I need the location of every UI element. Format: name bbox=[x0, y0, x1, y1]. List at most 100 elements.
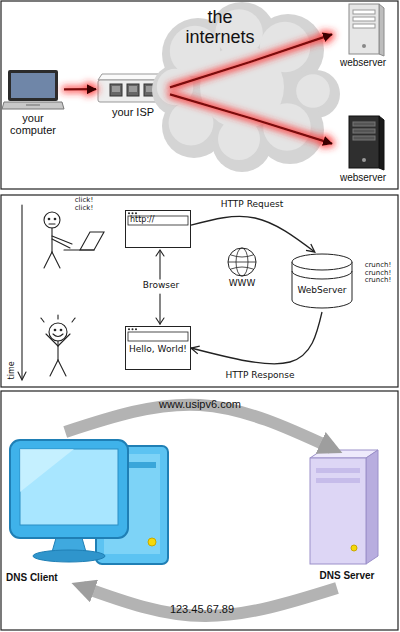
drive-slot bbox=[353, 129, 375, 133]
webserver-database: WebServer bbox=[286, 252, 358, 312]
happy-figure-arm bbox=[46, 334, 58, 346]
node-text: your computer bbox=[2, 112, 64, 136]
node-text: WWW bbox=[222, 279, 262, 289]
stick-figure-eye bbox=[54, 218, 56, 220]
www-globe: WWW bbox=[222, 246, 262, 298]
node-text: the internets bbox=[180, 8, 260, 48]
node-text: http:// bbox=[130, 216, 188, 225]
connector-arrow bbox=[191, 216, 315, 252]
www-globe-shape bbox=[222, 246, 262, 298]
dns-client-computer: DNS Client bbox=[4, 432, 179, 587]
laptop-base bbox=[2, 102, 64, 109]
panel-frame bbox=[1, 195, 398, 387]
drive-slot bbox=[353, 136, 375, 140]
address-bar bbox=[128, 332, 188, 341]
leader-arrow bbox=[159, 294, 160, 324]
leader-arrow bbox=[159, 251, 160, 279]
power-button bbox=[362, 44, 366, 48]
window-dot bbox=[132, 328, 134, 330]
drive-slot bbox=[316, 468, 360, 473]
monitor-foot bbox=[33, 550, 105, 562]
power-light bbox=[148, 538, 156, 546]
window-dot bbox=[135, 328, 137, 330]
happy-figure-leg bbox=[58, 360, 66, 376]
drive-slot bbox=[353, 10, 375, 14]
time-axis-head bbox=[18, 372, 26, 380]
sound-note: click! click! bbox=[66, 197, 102, 212]
connector-arrow bbox=[64, 88, 96, 90]
node-text: webserver bbox=[332, 172, 394, 183]
tower-front bbox=[349, 4, 379, 54]
webserver-tower: webserver bbox=[332, 2, 394, 74]
power-light bbox=[351, 545, 357, 551]
panel-frame bbox=[1, 391, 398, 630]
window-dot bbox=[128, 328, 130, 330]
panel-frame bbox=[1, 1, 398, 189]
happy-figure-smile bbox=[53, 334, 63, 337]
monitor-bezel bbox=[10, 440, 128, 538]
joy-stroke bbox=[41, 318, 44, 322]
power-button bbox=[362, 158, 366, 162]
browser-window: http:// bbox=[125, 210, 191, 248]
globe-latitude bbox=[231, 255, 253, 269]
cylinder-top bbox=[292, 254, 352, 270]
webserver-database-shape bbox=[286, 252, 358, 312]
computer-laptop: your computer bbox=[2, 66, 64, 144]
connector-label: 123.45.67.89 bbox=[152, 603, 252, 615]
tower-side bbox=[379, 4, 384, 56]
drive-slot bbox=[353, 122, 375, 126]
stick-figure-head bbox=[44, 212, 60, 228]
leader-arrow-head bbox=[156, 250, 164, 256]
window-frame bbox=[126, 327, 191, 370]
drive-slot bbox=[353, 17, 375, 21]
axis-label: time bbox=[8, 355, 17, 385]
happy-figure-arm bbox=[58, 334, 70, 346]
node-text: your ISP bbox=[96, 106, 170, 118]
stick-figure-mouth bbox=[49, 223, 55, 224]
cylinder-band bbox=[292, 271, 352, 279]
happy-figure-body bbox=[57, 341, 58, 360]
screen-glare bbox=[20, 449, 74, 492]
node-text: DNS Client bbox=[6, 572, 96, 583]
tower-side bbox=[366, 450, 378, 564]
joy-stroke bbox=[57, 315, 58, 319]
globe-equator bbox=[228, 262, 256, 263]
node-text: DNS Server bbox=[302, 570, 392, 581]
drive-slot bbox=[353, 24, 375, 28]
dns-server-tower: DNS Server bbox=[282, 448, 392, 588]
happy-figure-leg bbox=[50, 360, 58, 376]
window-dot bbox=[132, 212, 134, 214]
node-text: WebServer bbox=[286, 286, 358, 296]
stick-figure-body bbox=[51, 228, 52, 252]
connector-label: HTTP Response bbox=[215, 371, 305, 381]
cloud-highlight bbox=[200, 45, 284, 129]
tower-side bbox=[379, 116, 384, 170]
connector-label: www.usipv6.com bbox=[148, 398, 252, 410]
stick-figure-arm bbox=[52, 239, 70, 248]
laptop-touchpad bbox=[26, 104, 40, 106]
window-frame bbox=[126, 211, 191, 248]
stick-figure-eye bbox=[48, 218, 50, 220]
laptop-lid bbox=[8, 70, 58, 101]
node-text: Hello, World! bbox=[127, 345, 189, 355]
part-label: Browser bbox=[136, 281, 186, 291]
connector-arrow bbox=[83, 587, 337, 616]
dns-server-tower-shape bbox=[282, 448, 392, 588]
happy-figure-eye bbox=[60, 329, 62, 331]
dns-client-computer-shape bbox=[4, 432, 179, 587]
time-axis bbox=[21, 205, 22, 379]
router-port bbox=[127, 84, 139, 96]
drive-slot bbox=[316, 478, 360, 483]
node-text: webserver bbox=[332, 57, 394, 68]
happy-figure-eye bbox=[54, 329, 56, 331]
happy-figure-head bbox=[49, 323, 67, 341]
window-dot bbox=[128, 212, 130, 214]
laptop-screen bbox=[11, 73, 55, 98]
browser-window: Hello, World! bbox=[125, 326, 191, 370]
connector-arrow bbox=[191, 312, 322, 364]
address-bar bbox=[128, 216, 188, 225]
stick-figure-leg bbox=[44, 252, 52, 268]
sketch-laptop-screen bbox=[80, 232, 104, 250]
connector-label: HTTP Request bbox=[212, 200, 292, 210]
stick-figure-leg bbox=[52, 252, 60, 268]
